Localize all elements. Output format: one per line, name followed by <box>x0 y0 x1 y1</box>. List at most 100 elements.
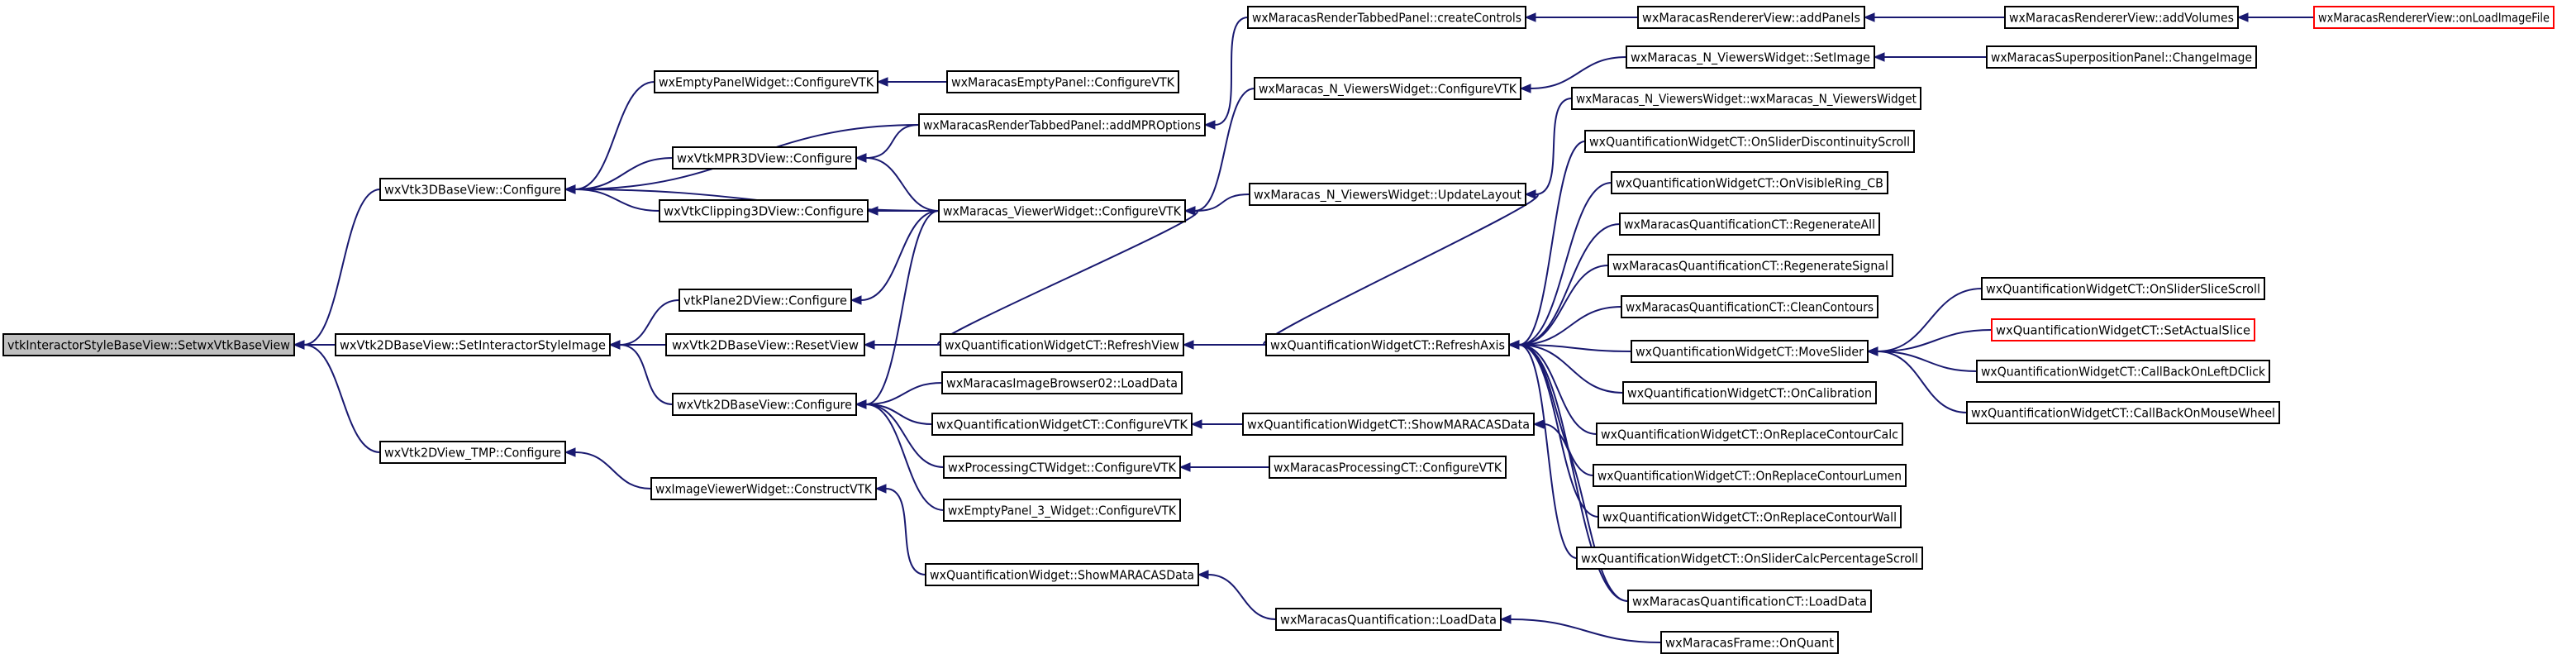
node-wxvtkclipping3dview-configure[interactable]: wxVtkClipping3DView::Configure <box>659 199 869 222</box>
node-wxmaracasimagebrowser02-loaddata[interactable]: wxMaracasImageBrowser02::LoadData <box>941 371 1183 394</box>
node-wxquantificationwidgetct-moveslider[interactable]: wxQuantificationWidgetCT::MoveSlider <box>1631 340 1869 363</box>
node-box <box>938 199 1186 222</box>
node-wxvtk2dbaseview-resetview[interactable]: wxVtk2DBaseView::ResetView <box>665 333 865 356</box>
node-wxmaracasquantificationct-regeneratesignal[interactable]: wxMaracasQuantificationCT::RegenerateSig… <box>1607 254 1893 277</box>
node-vtkinteractorstylebaseview-setwxvtkbaseview[interactable]: vtkInteractorStyleBaseView::SetwxVtkBase… <box>2 333 295 356</box>
edge-line <box>1877 351 1968 413</box>
edge-line <box>865 404 945 468</box>
edge-n38-to-n22 <box>1507 340 1629 602</box>
node-wxemptypanelwidget-configurevtk[interactable]: wxEmptyPanelWidget::ConfigureVTK <box>654 70 879 93</box>
node-label: wxMaracas_N_ViewersWidget::wxMaracas_N_V… <box>1576 92 1917 107</box>
node-wxquantificationwidgetct-callbackonmousewheel[interactable]: wxQuantificationWidgetCT::CallBackOnMous… <box>1966 401 2280 424</box>
node-wxmaracasrendererview-addvolumes[interactable]: wxMaracasRendererView::addVolumes <box>2004 6 2239 29</box>
node-label: wxProcessingCTWidget::ConfigureVTK <box>948 461 1177 475</box>
node-wxmaracasrendertabbedpanel-addmproptions[interactable]: wxMaracasRenderTabbedPanel::addMPROption… <box>918 113 1206 136</box>
node-box <box>672 393 857 416</box>
edge-line <box>865 382 943 405</box>
node-label: wxMaracas_N_ViewersWidget::UpdateLayout <box>1254 188 1521 203</box>
edge-line <box>1214 17 1249 126</box>
node-wxvtk3dbaseview-configure[interactable]: wxVtk3DBaseView::Configure <box>379 178 566 201</box>
node-label: wxMaracasImageBrowser02::LoadData <box>946 376 1178 391</box>
edge-line <box>937 210 1198 346</box>
node-wxmaracasemptypanel-configurevtk[interactable]: wxMaracasEmptyPanel::ConfigureVTK <box>946 70 1179 93</box>
edge-n38-to-n42 <box>1532 419 1629 602</box>
node-wxquantificationwidgetct-onreplacecontourlumen[interactable]: wxQuantificationWidgetCT::OnReplaceConto… <box>1593 464 1907 487</box>
node-box <box>943 456 1181 479</box>
node-wximageviewerwidget-constructvtk[interactable]: wxImageViewerWidget::ConstructVTK <box>650 477 877 500</box>
edge-line <box>1510 618 1662 643</box>
edge-n10-to-n9 <box>2236 12 2314 22</box>
node-wxmaracasprocessingct-configurevtk[interactable]: wxMaracasProcessingCT::ConfigureVTK <box>1269 456 1507 479</box>
edge-line <box>1877 351 1978 372</box>
node-wxquantificationwidgetct-setactualslice[interactable]: wxQuantificationWidgetCT::SetActualSlice <box>1991 318 2255 341</box>
edge-line <box>1194 193 1250 212</box>
node-wxmaracas-n-viewerswidget-updatelayout[interactable]: wxMaracas_N_ViewersWidget::UpdateLayout <box>1249 183 1526 206</box>
node-wxvtk2dview-tmp-configure[interactable]: wxVtk2DView_TMP::Configure <box>379 441 566 464</box>
node-box <box>659 199 869 222</box>
node-wxquantificationwidgetct-onreplacecontourcalc[interactable]: wxQuantificationWidgetCT::OnReplaceConto… <box>1596 423 1903 446</box>
node-wxquantificationwidgetct-configurevtk[interactable]: wxQuantificationWidgetCT::ConfigureVTK <box>931 413 1193 436</box>
edge-n24-to-n22 <box>1507 182 1612 350</box>
node-box <box>1976 360 2270 383</box>
node-wxmaracasquantification-loaddata[interactable]: wxMaracasQuantification::LoadData <box>1275 608 1502 631</box>
node-wxquantificationwidgetct-onsliderslicescroll[interactable]: wxQuantificationWidgetCT::OnSliderSliceS… <box>1981 277 2265 300</box>
edge-n48-to-n47 <box>1197 570 1277 620</box>
node-wxmaracasquantificationct-cleancontours[interactable]: wxMaracasQuantificationCT::CleanContours <box>1621 295 1878 318</box>
node-box <box>335 333 611 356</box>
edge-line <box>865 210 940 405</box>
node-box <box>672 146 857 170</box>
node-box <box>1611 171 1888 194</box>
node-label: wxQuantificationWidgetCT::SetActualSlice <box>1996 323 2250 338</box>
node-wxmaracas-n-viewerswidget-configurevtk[interactable]: wxMaracas_N_ViewersWidget::ConfigureVTK <box>1254 77 1521 100</box>
node-vtkplane2dview-configure[interactable]: vtkPlane2DView::Configure <box>679 289 852 312</box>
node-wxvtkmpr3dview-configure[interactable]: wxVtkMPR3DView::Configure <box>672 146 857 170</box>
edge-arrowhead <box>1524 189 1536 199</box>
node-wxmaracasrendertabbedpanel-createcontrols[interactable]: wxMaracasRenderTabbedPanel::createContro… <box>1247 6 1526 29</box>
node-wxquantificationwidget-showmaracasdata[interactable]: wxQuantificationWidget::ShowMARACASData <box>925 563 1199 586</box>
edge-n5-to-n4 <box>876 77 948 87</box>
node-wxquantificationwidgetct-showmaracasdata[interactable]: wxQuantificationWidgetCT::ShowMARACASDat… <box>1242 413 1535 436</box>
edge-n29-to-n28 <box>1866 288 1983 356</box>
node-wxquantificationwidgetct-refreshaxis[interactable]: wxQuantificationWidgetCT::RefreshAxis <box>1265 333 1510 356</box>
node-wxmaracasquantificationct-loaddata[interactable]: wxMaracasQuantificationCT::LoadData <box>1627 590 1872 613</box>
node-label: wxQuantificationWidgetCT::ShowMARACASDat… <box>1247 418 1530 432</box>
edge-arrowhead <box>1866 346 1878 356</box>
edge-line <box>1543 423 1629 602</box>
node-label: wxMaracas_N_ViewersWidget::SetImage <box>1631 50 1870 66</box>
node-wxquantificationwidgetct-onreplacecontourwall[interactable]: wxQuantificationWidgetCT::OnReplaceConto… <box>1598 505 1902 528</box>
node-box <box>1247 6 1526 29</box>
node-box <box>1637 6 1865 29</box>
edge-n35-to-n22 <box>1507 340 1594 476</box>
node-wxmaracassuperpositionpanel-changeimage[interactable]: wxMaracasSuperpositionPanel::ChangeImage <box>1986 45 2257 69</box>
node-wxquantificationwidgetct-refreshview[interactable]: wxQuantificationWidgetCT::RefreshView <box>940 333 1184 356</box>
node-label: wxQuantificationWidgetCT::OnVisibleRing_… <box>1616 176 1883 192</box>
node-wxvtk2dbaseview-configure[interactable]: wxVtk2DBaseView::Configure <box>672 393 857 416</box>
node-box <box>654 70 879 93</box>
node-wxvtk2dbaseview-setinteractorstyleimage[interactable]: wxVtk2DBaseView::SetInteractorStyleImage <box>335 333 611 356</box>
node-wxquantificationwidgetct-callbackonleftdclick[interactable]: wxQuantificationWidgetCT::CallBackOnLeft… <box>1976 360 2270 383</box>
node-wxmaracasquantificationct-regenerateall[interactable]: wxMaracasQuantificationCT::RegenerateAll <box>1619 213 1880 236</box>
node-wxquantificationwidgetct-onslidercalcpercentagescroll[interactable]: wxQuantificationWidgetCT::OnSliderCalcPe… <box>1576 547 1923 570</box>
edge-n45-to-n39 <box>855 399 945 511</box>
node-wxmaracasframe-onquant[interactable]: wxMaracasFrame::OnQuant <box>1660 631 1839 654</box>
node-box <box>940 333 1184 356</box>
node-box <box>1981 277 2265 300</box>
node-label: wxQuantificationWidgetCT::ConfigureVTK <box>936 418 1188 432</box>
node-wxmaracasrendererview-onloadimagefile[interactable]: wxMaracasRendererView::onLoadImageFile <box>2313 6 2555 29</box>
node-wxmaracas-n-viewerswidget-wxmaracas-n-viewerswidget[interactable]: wxMaracas_N_ViewersWidget::wxMaracas_N_V… <box>1571 87 1921 110</box>
node-wxmaracasrendererview-addpanels[interactable]: wxMaracasRendererView::addPanels <box>1637 6 1865 29</box>
node-box <box>925 563 1199 586</box>
node-wxquantificationwidgetct-onvisiblering-cb[interactable]: wxQuantificationWidgetCT::OnVisibleRing_… <box>1611 171 1888 194</box>
node-wxmaracas-viewerwidget-configurevtk[interactable]: wxMaracas_ViewerWidget::ConfigureVTK <box>938 199 1186 222</box>
node-wxmaracas-n-viewerswidget-setimage[interactable]: wxMaracas_N_ViewersWidget::SetImage <box>1626 45 1875 69</box>
node-wxemptypanel-3-widget-configurevtk[interactable]: wxEmptyPanel_3_Widget::ConfigureVTK <box>943 499 1181 522</box>
node-wxquantificationwidgetct-oncalibration[interactable]: wxQuantificationWidgetCT::OnCalibration <box>1622 381 1877 404</box>
edge-line <box>1518 306 1622 346</box>
node-wxquantificationwidgetct-onsliderdiscontinuityscroll[interactable]: wxQuantificationWidgetCT::OnSliderDiscon… <box>1584 130 1915 153</box>
edge-arrowhead <box>1873 52 1885 62</box>
node-wxprocessingctwidget-configurevtk[interactable]: wxProcessingCTWidget::ConfigureVTK <box>943 456 1181 479</box>
edge-line <box>1877 288 1983 352</box>
node-box <box>2 333 295 356</box>
node-label: wxMaracas_N_ViewersWidget::ConfigureVTK <box>1259 82 1517 98</box>
